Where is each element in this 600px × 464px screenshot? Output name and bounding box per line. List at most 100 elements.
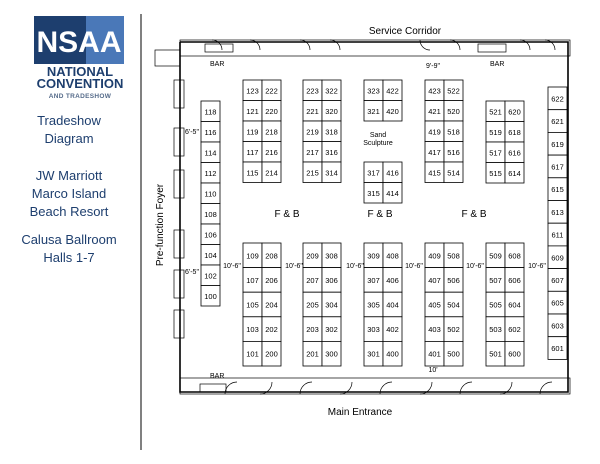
booth-117[interactable]: 117 [242, 141, 263, 163]
booth-121[interactable]: 121 [242, 100, 263, 122]
booth-306[interactable]: 306 [321, 267, 342, 293]
booth-505[interactable]: 505 [485, 291, 506, 318]
booth-606[interactable]: 606 [504, 267, 525, 293]
booth-217[interactable]: 217 [302, 141, 323, 163]
booth-222[interactable]: 222 [261, 79, 282, 101]
booth-201[interactable]: 201 [302, 340, 323, 367]
booth-123[interactable]: 123 [242, 79, 263, 101]
booth-614[interactable]: 614 [504, 162, 525, 184]
booth-603[interactable]: 603 [547, 313, 568, 338]
booth-608[interactable]: 608 [504, 242, 525, 269]
booth-119[interactable]: 119 [242, 120, 263, 142]
booth-520[interactable]: 520 [443, 100, 464, 122]
booth-417[interactable]: 417 [424, 141, 445, 163]
booth-323[interactable]: 323 [363, 79, 384, 101]
booth-415[interactable]: 415 [424, 161, 445, 183]
booth-622[interactable]: 622 [547, 86, 568, 111]
booth-504[interactable]: 504 [443, 291, 464, 318]
booth-109[interactable]: 109 [242, 242, 263, 269]
booth-414[interactable]: 414 [382, 182, 403, 204]
booth-509[interactable]: 509 [485, 242, 506, 269]
booth-501[interactable]: 501 [485, 340, 506, 367]
booth-607[interactable]: 607 [547, 268, 568, 292]
booth-303[interactable]: 303 [363, 316, 384, 342]
booth-207[interactable]: 207 [302, 267, 323, 293]
booth-219[interactable]: 219 [302, 120, 323, 142]
booth-104[interactable]: 104 [200, 244, 221, 266]
booth-604[interactable]: 604 [504, 291, 525, 318]
booth-401[interactable]: 401 [424, 340, 445, 367]
booth-115[interactable]: 115 [242, 161, 263, 183]
booth-305[interactable]: 305 [363, 291, 384, 318]
booth-416[interactable]: 416 [382, 161, 403, 183]
booth-609[interactable]: 609 [547, 245, 568, 269]
booth-423[interactable]: 423 [424, 79, 445, 101]
booth-605[interactable]: 605 [547, 290, 568, 315]
booth-215[interactable]: 215 [302, 161, 323, 183]
booth-611[interactable]: 611 [547, 222, 568, 247]
booth-101[interactable]: 101 [242, 340, 263, 367]
booth-317[interactable]: 317 [363, 161, 384, 183]
booth-616[interactable]: 616 [504, 141, 525, 163]
booth-108[interactable]: 108 [200, 203, 221, 225]
booth-517[interactable]: 517 [485, 141, 506, 163]
booth-103[interactable]: 103 [242, 316, 263, 342]
booth-308[interactable]: 308 [321, 242, 342, 269]
booth-406[interactable]: 406 [382, 267, 403, 293]
booth-420[interactable]: 420 [382, 100, 403, 122]
booth-515[interactable]: 515 [485, 162, 506, 184]
booth-519[interactable]: 519 [485, 121, 506, 143]
booth-301[interactable]: 301 [363, 340, 384, 367]
booth-600[interactable]: 600 [504, 340, 525, 367]
booth-114[interactable]: 114 [200, 141, 221, 163]
booth-112[interactable]: 112 [200, 162, 221, 184]
booth-407[interactable]: 407 [424, 267, 445, 293]
booth-408[interactable]: 408 [382, 242, 403, 269]
booth-506[interactable]: 506 [443, 267, 464, 293]
booth-223[interactable]: 223 [302, 79, 323, 101]
booth-500[interactable]: 500 [443, 340, 464, 367]
booth-502[interactable]: 502 [443, 316, 464, 342]
booth-404[interactable]: 404 [382, 291, 403, 318]
booth-208[interactable]: 208 [261, 242, 282, 269]
booth-102[interactable]: 102 [200, 264, 221, 286]
booth-309[interactable]: 309 [363, 242, 384, 269]
booth-220[interactable]: 220 [261, 100, 282, 122]
booth-516[interactable]: 516 [443, 141, 464, 163]
booth-402[interactable]: 402 [382, 316, 403, 342]
booth-521[interactable]: 521 [485, 100, 506, 122]
booth-214[interactable]: 214 [261, 161, 282, 183]
booth-216[interactable]: 216 [261, 141, 282, 163]
booth-316[interactable]: 316 [321, 141, 342, 163]
booth-118[interactable]: 118 [200, 100, 221, 122]
booth-514[interactable]: 514 [443, 161, 464, 183]
booth-321[interactable]: 321 [363, 100, 384, 122]
booth-522[interactable]: 522 [443, 79, 464, 101]
booth-409[interactable]: 409 [424, 242, 445, 269]
booth-601[interactable]: 601 [547, 336, 568, 360]
booth-320[interactable]: 320 [321, 100, 342, 122]
booth-107[interactable]: 107 [242, 267, 263, 293]
booth-302[interactable]: 302 [321, 316, 342, 342]
booth-617[interactable]: 617 [547, 154, 568, 179]
booth-518[interactable]: 518 [443, 120, 464, 142]
booth-422[interactable]: 422 [382, 79, 403, 101]
booth-205[interactable]: 205 [302, 291, 323, 318]
booth-307[interactable]: 307 [363, 267, 384, 293]
booth-507[interactable]: 507 [485, 267, 506, 293]
booth-304[interactable]: 304 [321, 291, 342, 318]
booth-405[interactable]: 405 [424, 291, 445, 318]
booth-206[interactable]: 206 [261, 267, 282, 293]
booth-204[interactable]: 204 [261, 291, 282, 318]
booth-116[interactable]: 116 [200, 121, 221, 143]
booth-618[interactable]: 618 [504, 121, 525, 143]
booth-221[interactable]: 221 [302, 100, 323, 122]
booth-508[interactable]: 508 [443, 242, 464, 269]
booth-621[interactable]: 621 [547, 109, 568, 133]
booth-315[interactable]: 315 [363, 182, 384, 204]
booth-322[interactable]: 322 [321, 79, 342, 101]
booth-503[interactable]: 503 [485, 316, 506, 342]
booth-100[interactable]: 100 [200, 285, 221, 307]
booth-403[interactable]: 403 [424, 316, 445, 342]
booth-209[interactable]: 209 [302, 242, 323, 269]
